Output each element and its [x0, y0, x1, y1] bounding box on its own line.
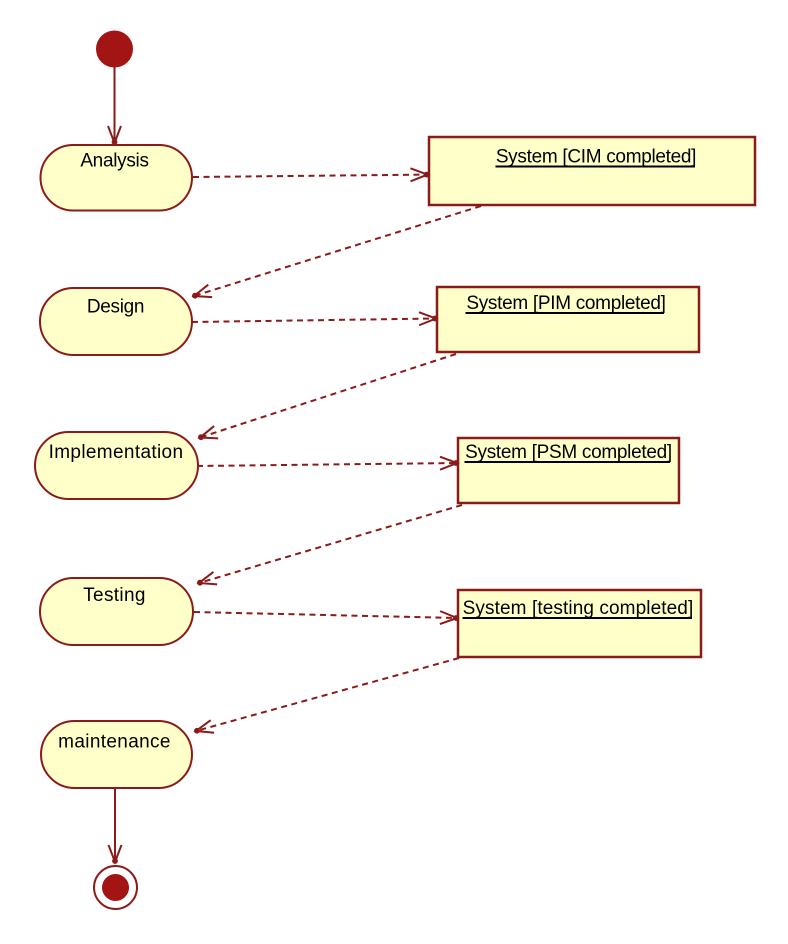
- svg-text:System [PSM completed]: System [PSM completed]: [465, 442, 672, 463]
- svg-text:Design: Design: [87, 297, 144, 318]
- svg-text:Analysis: Analysis: [80, 151, 148, 172]
- svg-text:System [testing completed]: System [testing completed]: [463, 598, 694, 619]
- svg-text:System [CIM completed]: System [CIM completed]: [496, 147, 696, 168]
- svg-text:System [PIM completed]: System [PIM completed]: [466, 293, 665, 314]
- svg-text:maintenance: maintenance: [58, 732, 171, 753]
- svg-text:Testing: Testing: [83, 585, 146, 606]
- svg-text:Implementation: Implementation: [49, 442, 184, 463]
